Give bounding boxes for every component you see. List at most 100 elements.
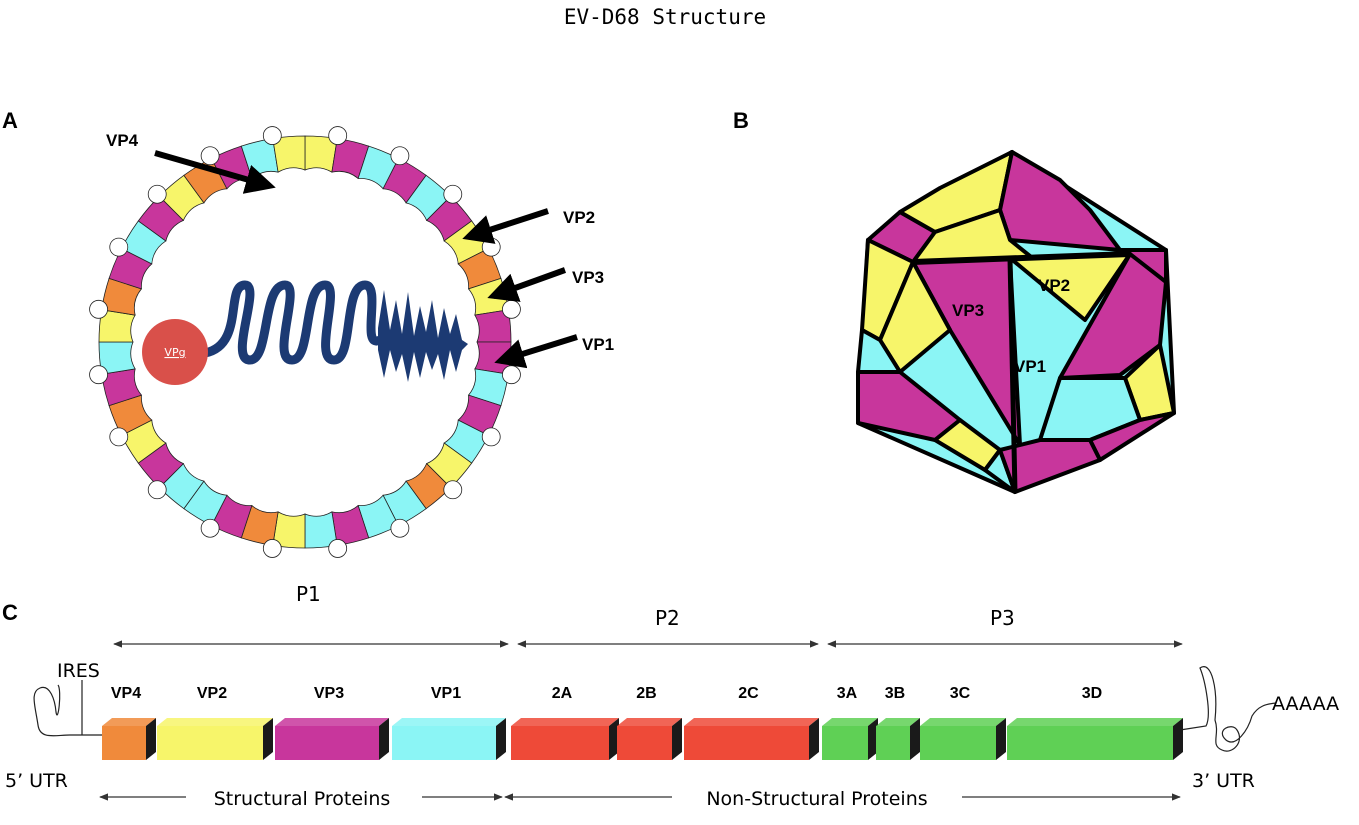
genome-segment-3c: 3C bbox=[920, 685, 1006, 760]
segment-front bbox=[511, 726, 609, 760]
vp1-label: VP1 bbox=[582, 335, 614, 354]
segment-top bbox=[1007, 718, 1183, 726]
segment-label-2b: 2B bbox=[636, 685, 656, 702]
capsid-notch bbox=[200, 518, 220, 538]
segment-top bbox=[684, 718, 819, 726]
genome-segment-vp2: VP2 bbox=[157, 685, 273, 760]
vp1-arrow bbox=[494, 334, 578, 369]
capsid-notch bbox=[200, 146, 220, 166]
capsid-subunit bbox=[98, 341, 136, 375]
capsid-notch bbox=[481, 237, 501, 257]
segment-label-2a: 2A bbox=[552, 685, 573, 702]
segment-label-3b: 3B bbox=[885, 685, 905, 702]
capsid-subunit bbox=[137, 195, 185, 242]
segment-label-3c: 3C bbox=[950, 685, 971, 702]
segment-top bbox=[920, 718, 1006, 726]
genome-segment-3b: 3B bbox=[876, 685, 920, 760]
group-label-p2: P2 bbox=[655, 606, 680, 630]
utr3-label: 3’ UTR bbox=[1192, 770, 1255, 792]
segment-label-vp3: VP3 bbox=[314, 685, 344, 702]
capsid-notch bbox=[89, 365, 108, 385]
segment-side bbox=[868, 718, 878, 760]
capsid-subunit bbox=[120, 220, 167, 265]
capsid-subunit bbox=[331, 138, 370, 180]
capsid-subunit bbox=[183, 480, 228, 527]
vpg-label: VPg bbox=[164, 346, 185, 359]
polya-structure bbox=[1179, 666, 1277, 752]
capsid-notch bbox=[147, 480, 167, 500]
vp3-label: VP3 bbox=[572, 268, 604, 287]
capsid-notch bbox=[262, 126, 282, 145]
ico-vp3-label: VP3 bbox=[952, 301, 984, 320]
segment-front bbox=[275, 726, 379, 760]
segment-top bbox=[102, 718, 156, 726]
segment-top bbox=[511, 718, 619, 726]
segment-top bbox=[275, 718, 389, 726]
capsid-subunit bbox=[405, 174, 452, 222]
genome-segment-3d: 3D bbox=[1007, 685, 1183, 760]
ico-face bbox=[1058, 252, 1168, 380]
capsid-notch bbox=[109, 237, 129, 257]
capsid-subunit bbox=[382, 480, 427, 527]
capsid-subunit bbox=[443, 419, 490, 464]
segment-side bbox=[609, 718, 619, 760]
ico-edge bbox=[912, 251, 1131, 265]
rna-coil bbox=[200, 280, 385, 365]
capsid-notch bbox=[328, 126, 348, 145]
capsid-subunit bbox=[272, 511, 306, 549]
segment-front bbox=[822, 726, 868, 760]
segment-label-vp2: VP2 bbox=[197, 685, 227, 702]
segment-front bbox=[157, 726, 263, 760]
genome-segment-vp4: VP4 bbox=[102, 685, 156, 760]
capsid-notch bbox=[147, 184, 167, 204]
capsid-notch bbox=[502, 299, 521, 319]
segment-side bbox=[146, 718, 156, 760]
segment-front bbox=[876, 726, 910, 760]
segment-label-3d: 3D bbox=[1082, 685, 1102, 702]
capsid-notch bbox=[89, 299, 108, 319]
segment-side bbox=[379, 718, 389, 760]
vp4-label: VP4 bbox=[106, 131, 139, 150]
capsid-notch bbox=[443, 480, 463, 500]
genome-segment-2a: 2A bbox=[511, 685, 619, 760]
nonstructural-label-bg bbox=[672, 784, 962, 810]
segment-side bbox=[263, 718, 273, 760]
segment-front bbox=[617, 726, 672, 760]
capsid-subunit bbox=[474, 309, 512, 343]
utr5-label: 5’ UTR bbox=[5, 770, 68, 792]
genome-segment-3a: 3A bbox=[822, 685, 878, 760]
group-label-p3: P3 bbox=[990, 606, 1015, 630]
capsid-subunit bbox=[357, 494, 400, 539]
capsid-subunit bbox=[272, 135, 306, 173]
segment-top bbox=[392, 718, 506, 726]
vp3-arrow bbox=[487, 267, 567, 302]
ires-label: IRES bbox=[57, 660, 100, 682]
capsid-notch bbox=[481, 427, 501, 447]
panel-label-a: A bbox=[2, 108, 18, 133]
capsid-subunit bbox=[108, 394, 153, 437]
capsid-subunit bbox=[382, 157, 427, 204]
segment-front bbox=[392, 726, 496, 760]
segment-top bbox=[157, 718, 273, 726]
segment-side bbox=[996, 718, 1006, 760]
icosahedron bbox=[856, 150, 1176, 494]
segment-front bbox=[920, 726, 996, 760]
genome-segment-2c: 2C bbox=[684, 685, 819, 760]
capsid-notch bbox=[443, 184, 463, 204]
segment-label-vp4: VP4 bbox=[111, 685, 141, 702]
capsid-subunit bbox=[240, 504, 279, 546]
capsid-subunit bbox=[425, 442, 473, 489]
genome-segment-vp1: VP1 bbox=[392, 685, 506, 760]
segment-side bbox=[809, 718, 819, 760]
capsid-notch bbox=[262, 539, 282, 558]
capsid-subunit bbox=[120, 419, 167, 464]
nonstructural-proteins-label: Non-Structural Proteins bbox=[706, 788, 927, 810]
group-label-p1: P1 bbox=[296, 582, 321, 606]
vp2-arrow bbox=[462, 208, 549, 244]
capsid-subunit bbox=[158, 462, 205, 510]
panel-label-b: B bbox=[733, 108, 749, 133]
capsid-notch bbox=[109, 427, 129, 447]
capsid-subunit bbox=[304, 511, 338, 549]
